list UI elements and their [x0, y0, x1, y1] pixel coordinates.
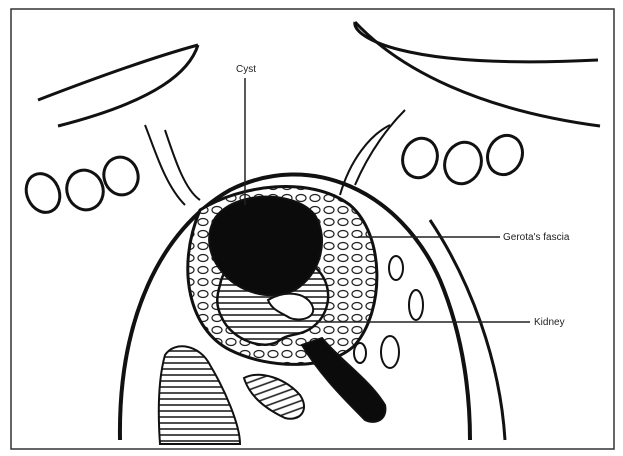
- cyst-label: Cyst: [236, 64, 256, 75]
- gerotas-fascia-label: Gerota's fascia: [503, 232, 570, 243]
- kidney-label: Kidney: [534, 317, 565, 328]
